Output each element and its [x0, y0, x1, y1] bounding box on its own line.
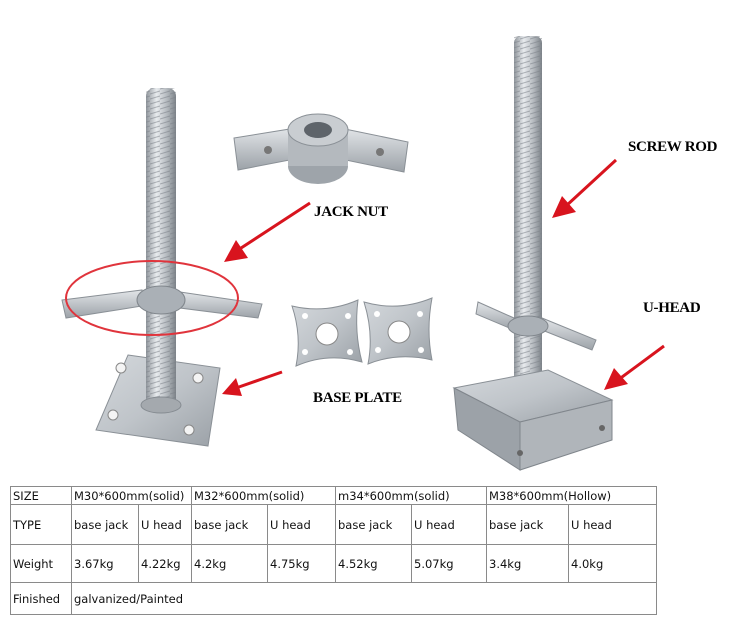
weight-cell: 3.67kg	[71, 544, 139, 583]
u-head-label: U-HEAD	[643, 300, 701, 316]
type-cell: U head	[568, 504, 657, 545]
weight-cell: 4.2kg	[191, 544, 268, 583]
type-cell: base jack	[486, 504, 569, 545]
size-header: SIZE	[10, 486, 72, 505]
screw-rod-label: SCREW ROD	[628, 139, 718, 155]
u-head-jack-image	[452, 36, 614, 471]
base-plate-label: BASE PLATE	[313, 390, 402, 406]
size-cell: m34*600mm(solid)	[335, 486, 487, 505]
size-cell: M30*600mm(solid)	[71, 486, 192, 505]
arrow-u-head	[604, 344, 665, 390]
jack-nut-image	[233, 113, 409, 184]
weight-cell: 4.0kg	[568, 544, 657, 583]
type-cell: U head	[411, 504, 487, 545]
type-cell: U head	[267, 504, 336, 545]
type-cell: base jack	[335, 504, 412, 545]
size-cell: M38*600mm(Hollow)	[486, 486, 657, 505]
weight-cell: 4.52kg	[335, 544, 412, 583]
weight-cell: 4.75kg	[267, 544, 336, 583]
base-jack-image	[61, 88, 263, 447]
arrow-screw-rod	[552, 158, 618, 218]
type-cell: base jack	[71, 504, 139, 545]
weight-cell: 4.22kg	[138, 544, 192, 583]
type-cell: U head	[138, 504, 192, 545]
jack-nut-left	[136, 285, 186, 315]
weight-header: Weight	[10, 544, 72, 583]
type-row: TYPE base jack U head base jack U head b…	[10, 504, 657, 545]
weight-cell: 3.4kg	[486, 544, 569, 583]
arrow-jack-nut	[224, 201, 311, 262]
arrow-base-plate	[222, 370, 283, 396]
type-header: TYPE	[10, 504, 72, 545]
finished-row: Finished galvanized/Painted	[10, 582, 657, 615]
size-row: SIZE M30*600mm(solid) M32*600mm(solid) m…	[10, 486, 657, 505]
weight-row: Weight 3.67kg 4.22kg 4.2kg 4.75kg 4.52kg…	[10, 544, 657, 583]
finished-header: Finished	[10, 582, 72, 615]
type-cell: base jack	[191, 504, 268, 545]
base-plates-image	[291, 297, 433, 367]
highlight-circle	[65, 260, 239, 336]
jack-nut-label: JACK NUT	[314, 204, 388, 220]
finished-value: galvanized/Painted	[71, 582, 657, 615]
spec-table: SIZE M30*600mm(solid) M32*600mm(solid) m…	[10, 486, 657, 615]
size-cell: M32*600mm(solid)	[191, 486, 336, 505]
product-illustration	[61, 36, 665, 471]
weight-cell: 5.07kg	[411, 544, 487, 583]
